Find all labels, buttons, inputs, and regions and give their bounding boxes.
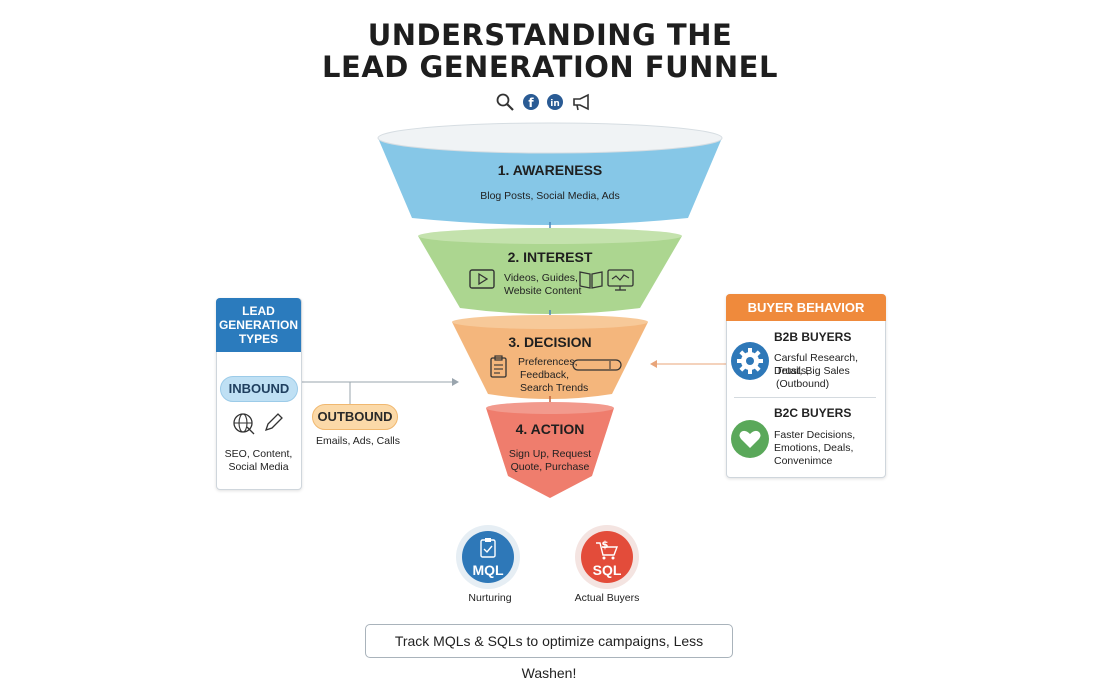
stage-decision-text-line2: Feedback, [520, 369, 570, 381]
b2c-text-line1: Faster Decisions, [774, 429, 856, 441]
inbound-text-line1: SEO, Content, [224, 448, 293, 460]
heart-icon [731, 420, 769, 458]
header-icon-row: f in [495, 92, 595, 112]
stage-awareness-title: 1. AWARENESS [497, 162, 603, 178]
stage-interest-title: 2. INTEREST [507, 249, 593, 265]
b2b-text-line1: Carsful Research, Details, [774, 352, 859, 377]
buyer-behavior-connector [650, 360, 726, 368]
outbound-pill: OUTBOUND [312, 404, 398, 430]
funnel-stage-awareness-shape [377, 122, 723, 225]
inbound-pill: INBOUND [220, 376, 298, 402]
b2b-title: B2B BUYERS [774, 330, 852, 344]
svg-text:f: f [528, 96, 534, 110]
mql-badge [462, 531, 514, 583]
b2b-text-line2: Trust, Big Sales [776, 365, 850, 377]
stage-decision-title: 3. DECISION [508, 334, 592, 350]
funnel-graphic [254, 122, 726, 498]
svg-text:in: in [550, 99, 560, 109]
video-icon [468, 268, 498, 292]
stage-action-text-line2: Quote, Purchase [510, 461, 590, 473]
b2c-text-line3: Convenimce [774, 455, 833, 467]
funnel-stage-interest-shape [418, 228, 682, 314]
linkedin-icon: in [547, 94, 563, 110]
page-title-line2: LEAD GENERATION FUNNEL [322, 50, 778, 84]
lead-types-header [216, 298, 301, 352]
funnel-stage-decision-shape [452, 315, 648, 399]
stage-interest-text-line2: Website Content [504, 285, 582, 297]
page-title-line1: UNDERSTANDING THE [367, 18, 733, 52]
b2c-title: B2C BUYERS [774, 406, 852, 420]
lead-types-header-line1: LEAD [242, 304, 275, 318]
outbound-text: Emails, Ads, Calls [315, 435, 401, 447]
sql-label: SQL [592, 562, 622, 578]
megaphone-icon [573, 93, 589, 111]
stage-action-text-line1: Sign Up, Request [508, 448, 592, 460]
stage-decision-text-line1: Preferences, [518, 356, 578, 368]
lead-types-header-line3: TYPES [238, 332, 279, 346]
stage-decision-text-line3: Search Trends [520, 382, 589, 394]
buyer-behavior-divider [734, 397, 876, 398]
mql-caption: Nurturing [468, 592, 512, 604]
stage-awareness-text: Blog Posts, Social Media, Ads [480, 190, 620, 202]
stage-interest-text-line1: Videos, Guides, [504, 272, 578, 284]
funnel-stage-action-shape [486, 402, 614, 498]
mql-clipboard-icon [480, 538, 496, 558]
globe-icon [232, 412, 256, 436]
lead-types-header-line2: GENERATION [218, 318, 299, 332]
svg-text:$: $ [602, 540, 609, 551]
sql-caption: Actual Buyers [574, 592, 640, 604]
b2b-text-line3: (Outbound) [776, 378, 830, 390]
footer-note: Track MQLs & SQLs to optimize campaigns,… [365, 624, 733, 681]
inbound-text-line2: Social Media [228, 461, 289, 473]
buyer-behavior-header: BUYER BEHAVIOR [726, 294, 886, 321]
shopping-cart-icon: $ [596, 540, 619, 560]
clipboard-icon [488, 354, 510, 380]
gear-icon [731, 342, 769, 380]
b2c-text-line2: Emotions, Deals, [774, 442, 854, 454]
stage-action-title: 4. ACTION [515, 421, 585, 437]
pencil-icon [262, 412, 284, 434]
book-icon [578, 268, 604, 292]
monitor-icon [606, 268, 636, 292]
inbound-connector [300, 378, 459, 404]
facebook-icon: f [523, 94, 539, 110]
search-bar-icon [572, 358, 624, 372]
mql-label: MQL [472, 562, 504, 578]
search-icon [496, 93, 514, 111]
sql-badge: $ [581, 531, 633, 583]
